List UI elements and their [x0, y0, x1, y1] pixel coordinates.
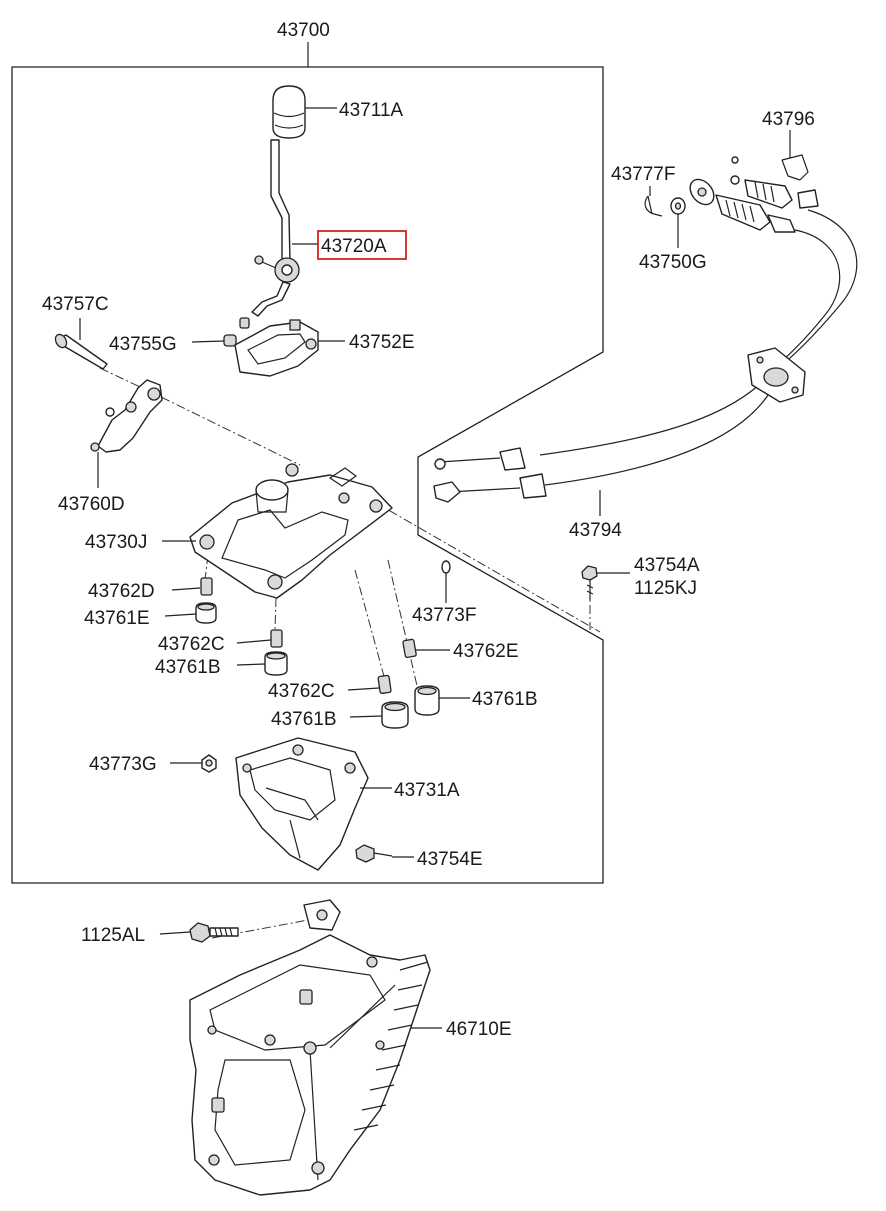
label-43762C-upper: 43762C: [158, 634, 225, 655]
cable-43794: [433, 209, 858, 503]
label-43711A: 43711A: [339, 100, 403, 121]
label-43762D: 43762D: [88, 581, 155, 602]
label-43762E: 43762E: [453, 641, 519, 662]
label-43762C-lower: 43762C: [268, 681, 335, 702]
label-43720A: 43720A: [321, 236, 387, 257]
label-46710E: 46710E: [446, 1019, 512, 1040]
bushing-43761B-right: [414, 685, 440, 716]
label-43731A: 43731A: [394, 780, 460, 801]
cover-43731A: [235, 737, 369, 871]
clip-43777F: [644, 195, 663, 217]
bracket-43752E: [234, 319, 319, 377]
bolt-43754A: [581, 565, 598, 600]
label-43752E: 43752E: [349, 332, 415, 353]
label-43757C: 43757C: [42, 294, 109, 315]
label-43730J: 43730J: [85, 532, 147, 553]
washer-43750G: [670, 197, 686, 215]
label-43773F: 43773F: [412, 605, 476, 626]
leader-lines: [79, 107, 791, 1029]
label-43754E: 43754E: [417, 849, 483, 870]
bolt-1125AL: [189, 922, 239, 943]
label-43773G: 43773G: [89, 754, 157, 775]
label-43796: 43796: [762, 109, 815, 130]
label-assembly: 43700: [277, 20, 330, 41]
bracket-46710E: [189, 899, 431, 1196]
washer-43773F: [441, 560, 451, 574]
highlight-box: [317, 230, 407, 260]
bushing-43762C-lower: [377, 674, 392, 694]
bushing-43761E: [195, 602, 217, 624]
cable-ends: [689, 156, 819, 233]
part-labels: 43700 43711A 43720A 43757C 43755G 43752E…: [42, 20, 815, 1040]
shift-lever: [251, 139, 300, 317]
bushing-43761B-left: [264, 651, 288, 676]
label-43761E: 43761E: [84, 608, 150, 629]
label-43794: 43794: [569, 520, 622, 541]
clip-43796: [781, 154, 809, 181]
label-1125AL: 1125AL: [81, 925, 145, 946]
label-43761B-left: 43761B: [155, 657, 221, 678]
bushing-43761B-middle: [381, 701, 409, 729]
label-43754A: 43754A: [634, 555, 700, 576]
bushing-43762C-upper: [270, 629, 283, 648]
shift-knob: [272, 85, 306, 139]
pin-43755G: [223, 334, 237, 347]
label-1125KJ: 1125KJ: [634, 578, 697, 599]
assembly-frame: [11, 66, 604, 884]
lever-pin: [239, 317, 250, 329]
bolt-43757C: [54, 333, 108, 370]
label-43760D: 43760D: [58, 494, 125, 515]
bolt-43754E: [355, 844, 393, 863]
label-43761B-right: 43761B: [472, 689, 538, 710]
bushing-43762D: [200, 577, 213, 596]
plate-43760D: [90, 379, 163, 453]
label-43755G: 43755G: [109, 334, 177, 355]
housing-43730J: [189, 463, 393, 599]
nut-43773G: [201, 754, 217, 773]
label-43750G: 43750G: [639, 252, 707, 273]
label-43761B-middle: 43761B: [271, 709, 337, 730]
label-43777F: 43777F: [611, 164, 675, 185]
bushing-43762E: [402, 638, 417, 659]
